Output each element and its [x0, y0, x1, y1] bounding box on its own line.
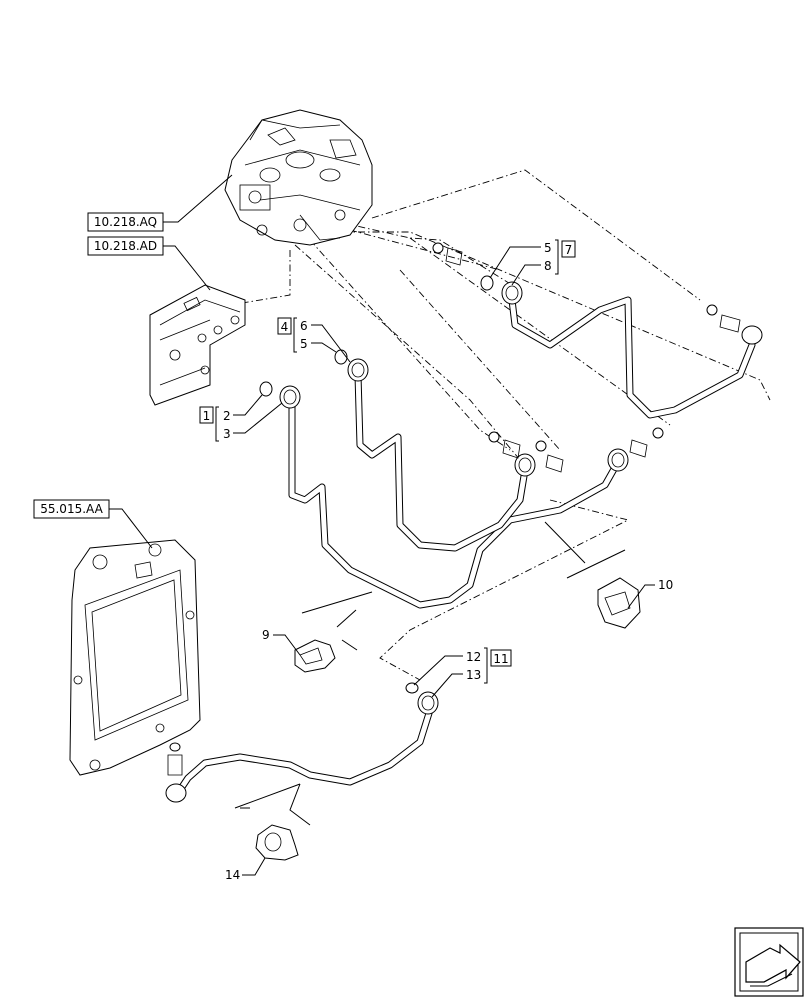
- callout-box-7: [561, 240, 576, 258]
- injection-pump: [224, 109, 373, 246]
- clips: [255, 577, 641, 861]
- callout-11: 11: [493, 652, 508, 666]
- callout-2: 2: [223, 409, 231, 423]
- ref-box-ecu[interactable]: 55.015.AA: [33, 499, 110, 519]
- callout-14: 14: [225, 868, 240, 882]
- ref-box-bracket[interactable]: 10.218.AD: [87, 236, 164, 256]
- callout-3: 3: [223, 427, 231, 441]
- callout-group-9: 9: [262, 628, 301, 656]
- ref-label-ecu: 55.015.AA: [40, 502, 103, 516]
- callout-4: 4: [281, 320, 289, 334]
- callout-group-4: 4 6 5: [277, 317, 351, 363]
- callout-5a: 5: [544, 241, 552, 255]
- callout-6: 6: [300, 319, 308, 333]
- section-lines: [234, 521, 626, 826]
- callout-group-10: 10: [627, 578, 673, 609]
- callout-1: 1: [203, 409, 211, 423]
- o-ring-8: [480, 275, 494, 291]
- fuel-pipes: [176, 296, 756, 794]
- callout-8: 8: [544, 259, 552, 273]
- callout-12: 12: [466, 650, 481, 664]
- ref-label-pump: 10.218.AQ: [94, 215, 157, 229]
- o-ring-12: [405, 682, 419, 694]
- callout-9: 9: [262, 628, 270, 642]
- bracket-part: [149, 284, 246, 406]
- callout-group-7: 5 8 7: [489, 239, 576, 286]
- callout-group-1: 1 2 3: [199, 394, 283, 442]
- o-ring-6: [334, 349, 348, 365]
- callout-7: 7: [565, 243, 573, 257]
- guide-lines: [199, 169, 771, 681]
- callout-group-11: 12 13 11: [413, 647, 512, 698]
- callout-13: 13: [466, 668, 481, 682]
- callout-10: 10: [658, 578, 673, 592]
- fittings: [165, 242, 763, 803]
- arrow-navigation-icon[interactable]: [734, 927, 804, 997]
- callout-box-11: [490, 649, 512, 667]
- o-ring-2: [259, 381, 273, 397]
- callout-5b: 5: [300, 337, 308, 351]
- callout-box-1: [199, 406, 214, 424]
- callout-group-14: 14: [225, 857, 266, 882]
- ref-box-pump[interactable]: 10.218.AQ: [87, 212, 164, 232]
- callout-box-4: [277, 317, 292, 335]
- ecu-part: [69, 539, 201, 776]
- ref-label-bracket: 10.218.AD: [94, 239, 157, 253]
